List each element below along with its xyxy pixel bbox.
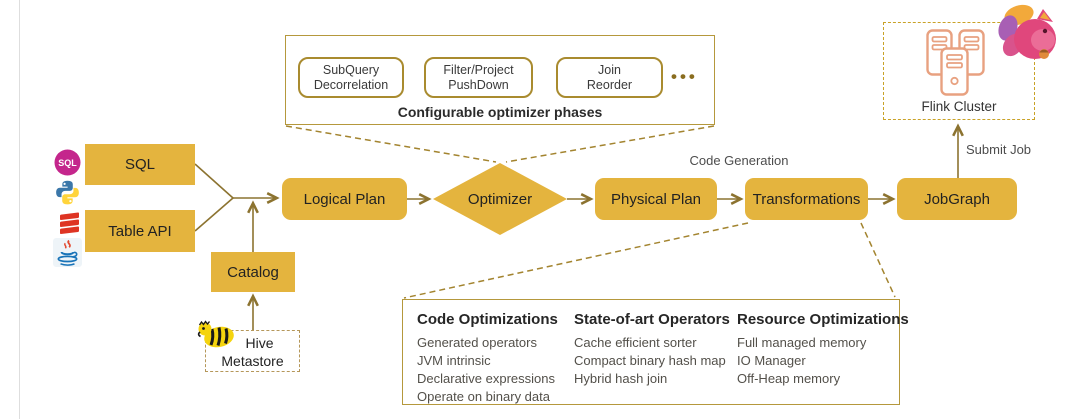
column-title: Code Optimizations: [417, 311, 558, 328]
dashed-transformations-to-panel-right: [860, 222, 896, 298]
hive-metastore-line2: Metastore: [221, 353, 284, 369]
list-item: Operate on binary data: [417, 389, 550, 404]
column-title: State-of-art Operators: [574, 311, 730, 328]
phase-line2: Reorder: [586, 77, 633, 92]
phases-panel-caption: Configurable optimizer phases: [397, 104, 603, 120]
optimizer-phases-panel: SubQuery Decorrelation Filter/Project Pu…: [285, 35, 715, 125]
python-icon: [54, 179, 81, 211]
phase-filter-project-pushdown: Filter/Project PushDown: [424, 57, 533, 98]
phase-line1: SubQuery: [322, 62, 380, 77]
hive-metastore-line1: Hive: [245, 335, 274, 351]
phase-line1: Filter/Project: [443, 62, 514, 77]
resource-optimizations-column: Resource Optimizations Full managed memo…: [737, 311, 909, 388]
list-item: Declarative expressions: [417, 371, 556, 386]
node-table-api: Table API: [85, 210, 195, 252]
edge-sql-to-junction: [194, 163, 234, 199]
sql-badge-text: SQL: [58, 158, 77, 168]
edge-tableapi-to-junction: [194, 197, 234, 232]
list-item: IO Manager: [737, 353, 806, 368]
list-item: Cache efficient sorter: [574, 335, 697, 350]
node-physical-plan: Physical Plan: [595, 178, 717, 220]
dashed-panel-to-optimizer-left: [285, 125, 497, 163]
submit-job-label: Submit Job: [966, 142, 1032, 157]
dashed-transformations-to-panel-left: [403, 222, 749, 299]
code-generation-label: Code Generation: [689, 153, 789, 168]
node-optimizer-label: Optimizer: [467, 190, 533, 208]
list-item: Generated operators: [417, 335, 537, 350]
phase-join-reorder: Join Reorder: [556, 57, 663, 98]
node-transformations: Transformations: [745, 178, 868, 220]
scala-icon: [58, 210, 81, 240]
java-icon: [53, 237, 82, 273]
code-optimizations-column: Code Optimizations Generated operators J…: [417, 311, 558, 406]
list-item: Compact binary hash map: [574, 353, 726, 368]
server-icon-front: [940, 47, 969, 101]
list-item: Hybrid hash join: [574, 371, 668, 386]
state-of-art-operators-column: State-of-art Operators Cache efficient s…: [574, 311, 730, 388]
list-item: Off-Heap memory: [737, 371, 841, 386]
flink-squirrel-icon: [993, 2, 1063, 69]
hive-icon: [196, 315, 236, 355]
node-jobgraph: JobGraph: [897, 178, 1017, 220]
slide-edge-line: [19, 0, 20, 419]
more-phases-ellipsis: •••: [671, 67, 698, 86]
phase-subquery-decorrelation: SubQuery Decorrelation: [298, 57, 404, 98]
dashed-panel-to-optimizer-right: [505, 125, 715, 163]
phase-line2: Decorrelation: [313, 77, 389, 92]
phase-line1: Join: [598, 62, 621, 77]
phase-line2: PushDown: [448, 77, 509, 92]
node-hive-metastore: Hive Metastore: [197, 320, 300, 372]
node-catalog: Catalog: [211, 252, 295, 292]
list-item: Full managed memory: [737, 335, 867, 350]
sql-icon: SQL: [54, 149, 81, 181]
optimizations-panel: Code Optimizations Generated operators J…: [402, 299, 909, 406]
node-sql: SQL: [85, 144, 195, 185]
node-logical-plan: Logical Plan: [282, 178, 407, 220]
flink-cluster-label: Flink Cluster: [921, 99, 997, 114]
list-item: JVM intrinsic: [417, 353, 491, 368]
column-title: Resource Optimizations: [737, 311, 909, 328]
